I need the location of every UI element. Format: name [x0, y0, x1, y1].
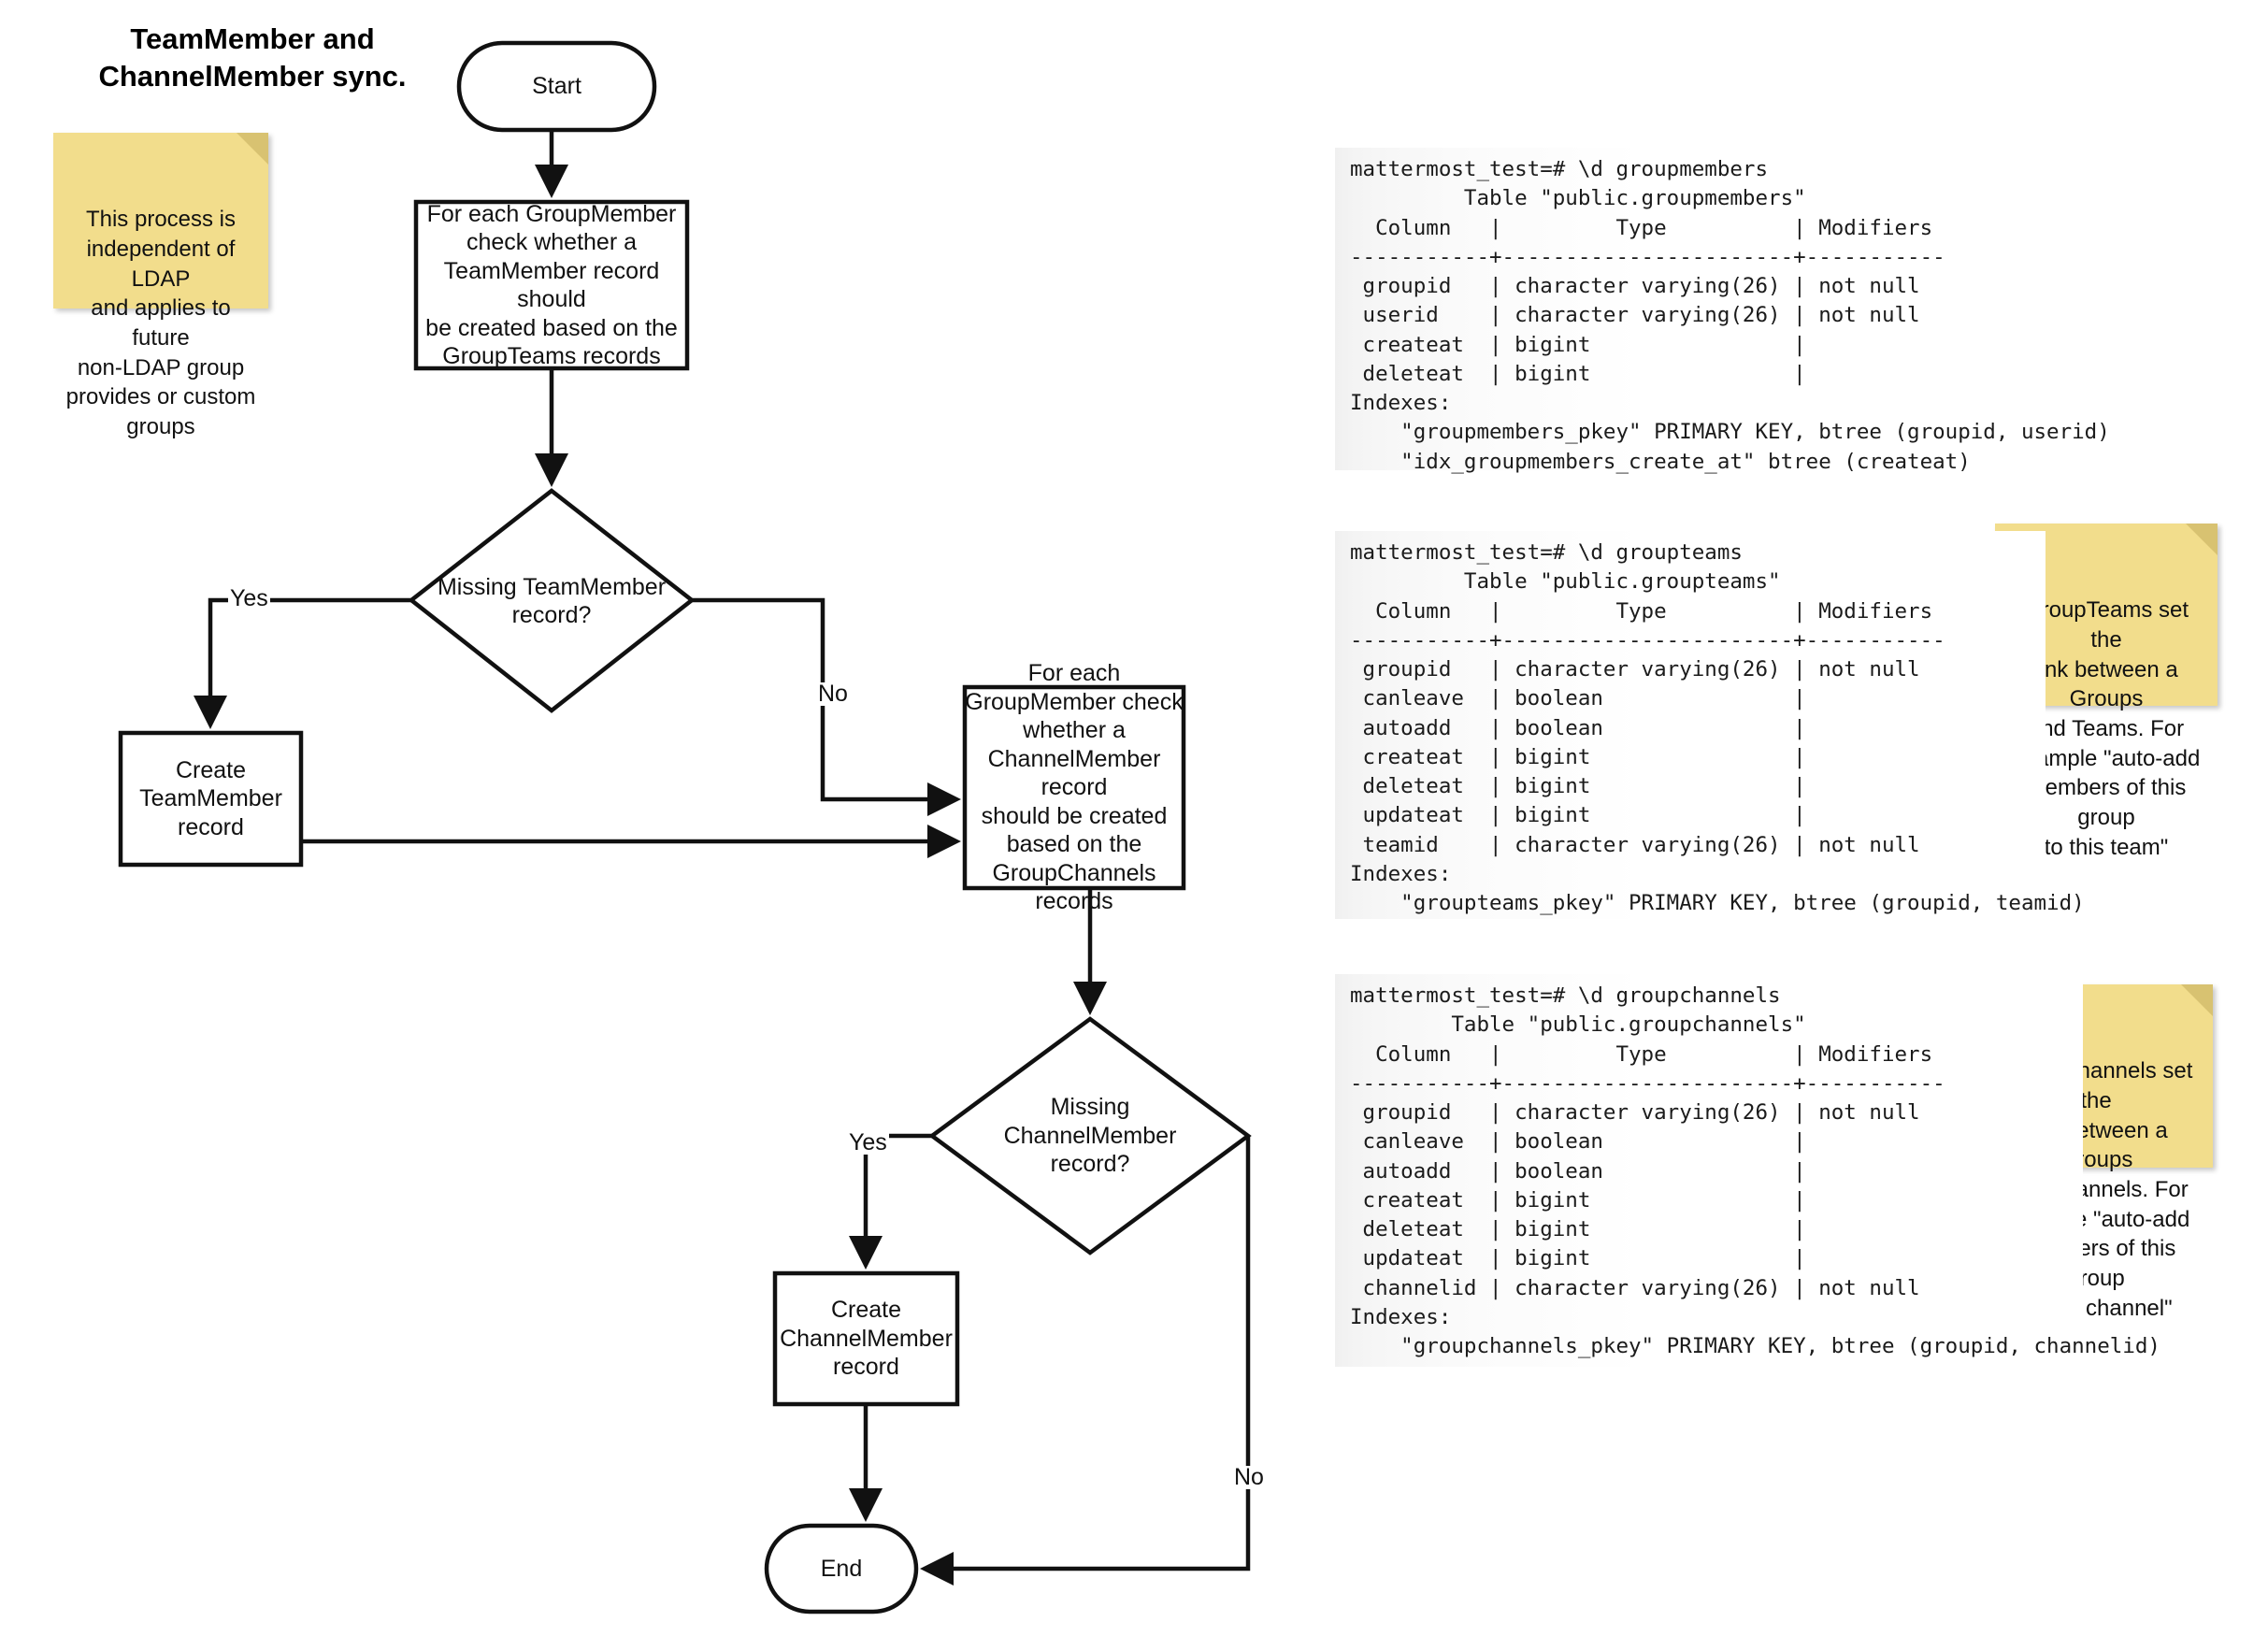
node-missing-channelmember-shape [928, 1016, 1252, 1256]
sticky-fold-icon [237, 133, 268, 165]
node-create-channelmember-shape [772, 1270, 960, 1407]
node-check-teammember-shape [413, 199, 690, 371]
node-missing-teammember-shape [408, 488, 696, 713]
note-ldap-text: This process is independent of LDAP and … [65, 207, 256, 440]
edge-teammember-yes [194, 597, 411, 729]
sticky-fold-icon [2181, 984, 2213, 1016]
page-title: TeamMember and ChannelMember sync. [98, 22, 407, 93]
edge-label-teammember-yes: Yes [228, 585, 270, 611]
edge-label-channelmember-no: No [1232, 1464, 1266, 1490]
node-start-shape [456, 40, 657, 133]
terminal-groupmembers: mattermost_test=# \d groupmembers Table … [1335, 148, 2110, 474]
sticky-fold-icon [2186, 524, 2218, 555]
edge-label-channelmember-yes: Yes [847, 1129, 889, 1155]
edge-label-teammember-no: No [816, 681, 850, 707]
note-ldap[interactable]: This process is independent of LDAP and … [53, 133, 268, 439]
terminal-groupteams: mattermost_test=# \d groupteams Table "p… [1335, 531, 2085, 919]
node-end-shape [764, 1523, 919, 1614]
node-create-teammember-shape [118, 730, 304, 868]
node-check-channelmember-shape [962, 684, 1186, 891]
edge-channelmember-no [920, 1136, 1251, 1586]
terminal-groupchannels: mattermost_test=# \d groupchannels Table… [1335, 974, 2160, 1367]
